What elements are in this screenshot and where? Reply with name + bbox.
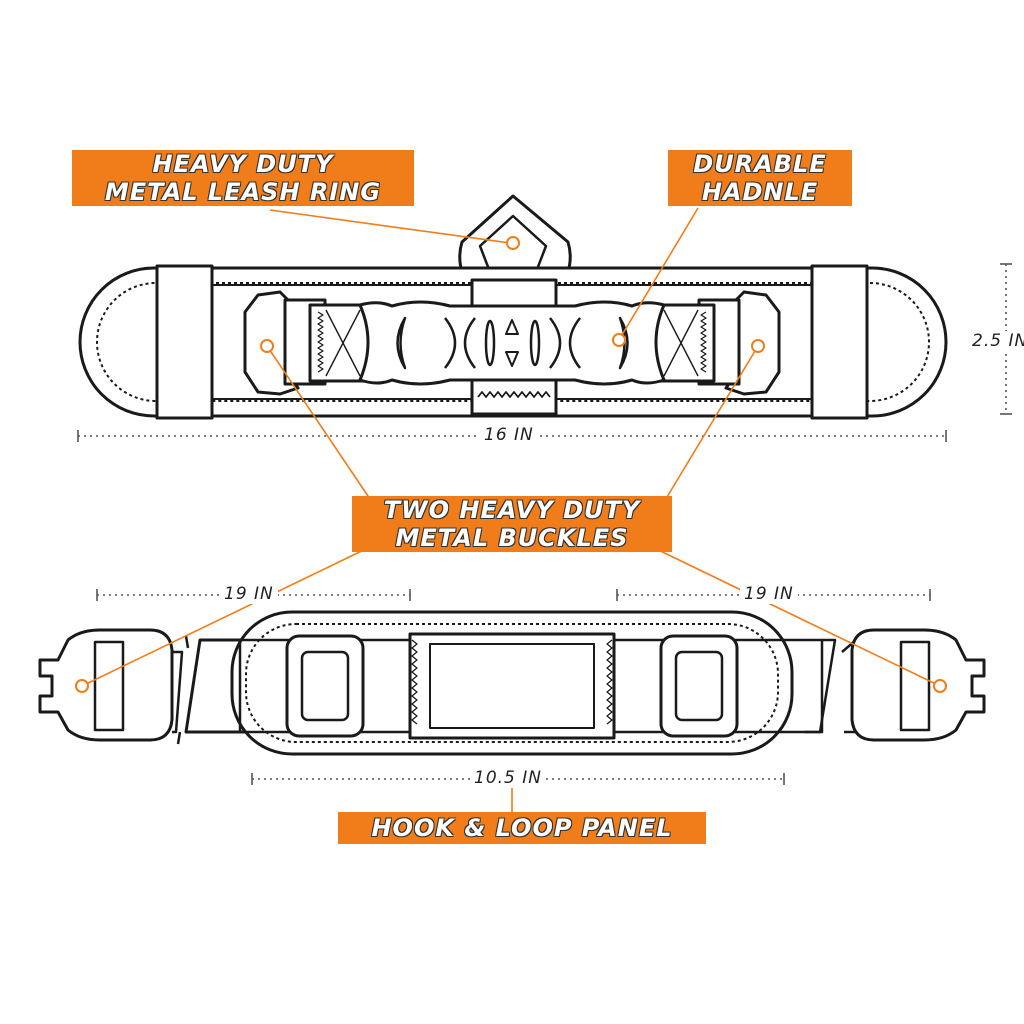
top-left-buckle-marker	[260, 339, 274, 353]
bottom-left-buckle	[285, 634, 365, 738]
leash-ring-marker	[506, 236, 520, 250]
dim-left-19in: 19 IN	[220, 584, 278, 604]
label-handle: DURABLE HADNLE	[668, 150, 852, 206]
left-strap-clip	[38, 628, 174, 742]
label-leash-ring: HEAVY DUTY METAL LEASH RING	[72, 150, 414, 206]
right-clip-marker	[933, 679, 947, 693]
label-buckles-line2: METAL BUCKLES	[395, 524, 629, 552]
label-handle-line1: DURABLE	[693, 150, 827, 178]
dim-2-5in: 2.5 IN	[968, 331, 1024, 351]
bottom-view-strap	[38, 610, 986, 756]
top-right-buckle-marker	[751, 339, 765, 353]
hook-loop-panel	[408, 632, 616, 740]
left-clip-marker	[75, 679, 89, 693]
label-leash-ring-line1: HEAVY DUTY	[152, 150, 334, 178]
handle-marker	[612, 333, 626, 347]
top-view-handle-pad	[78, 194, 948, 420]
durable-handle	[358, 300, 666, 386]
dim-16in: 16 IN	[480, 425, 538, 445]
left-end-sleeve	[155, 264, 214, 420]
right-strap-clip	[850, 628, 986, 742]
dim-10-5in: 10.5 IN	[470, 768, 546, 788]
label-hook-loop-text: HOOK & LOOP PANEL	[371, 814, 673, 842]
dim-right-19in: 19 IN	[740, 584, 798, 604]
label-handle-line2: HADNLE	[701, 178, 819, 206]
bottom-right-buckle	[659, 634, 739, 738]
label-hook-loop: HOOK & LOOP PANEL	[338, 812, 706, 844]
label-buckles: TWO HEAVY DUTY METAL BUCKLES	[352, 496, 672, 552]
right-end-sleeve	[810, 264, 869, 420]
label-buckles-line1: TWO HEAVY DUTY	[383, 496, 641, 524]
label-leash-ring-line2: METAL LEASH RING	[104, 178, 382, 206]
